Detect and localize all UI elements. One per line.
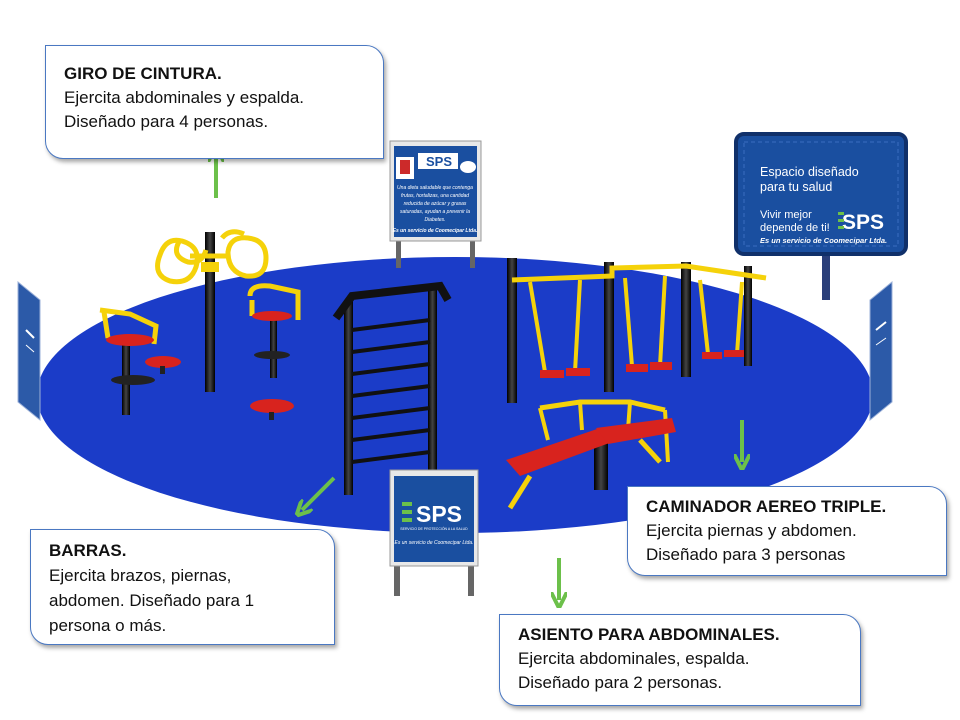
callout-title: CAMINADOR AEREO TRIPLE. bbox=[646, 497, 887, 516]
svg-text:para tu salud: para tu salud bbox=[760, 180, 832, 194]
callout-line: Diseñado para 4 personas. bbox=[64, 112, 269, 131]
large-sign-tagline-2: depende de ti! bbox=[760, 222, 830, 234]
waist-twister-equipment bbox=[155, 229, 269, 392]
left-side-sign bbox=[17, 280, 41, 422]
center-sign-body-3: reducida de azúcar y grasas bbox=[404, 201, 467, 207]
svg-text:Diabetes.: Diabetes. bbox=[424, 217, 445, 223]
callout-asiento-para-abdominales: ASIENTO PARA ABDOMINALES. Ejercita abdom… bbox=[499, 614, 861, 706]
large-sign-heading-2: para tu salud bbox=[760, 180, 832, 194]
situp-bench-equipment bbox=[506, 399, 676, 510]
svg-text:Espacio diseñado: Espacio diseñado bbox=[760, 165, 859, 179]
svg-text:reducida de azúcar y grasas: reducida de azúcar y grasas bbox=[404, 201, 467, 207]
svg-text:depende de ti!: depende de ti! bbox=[760, 222, 830, 234]
large-sign-brand: SPS bbox=[842, 211, 884, 234]
center-sign-body-5: Diabetes. bbox=[424, 217, 445, 223]
right-seat-equipment bbox=[247, 283, 301, 420]
large-sign-tagline-1: Vivir mejor bbox=[760, 209, 812, 221]
callout-title: BARRAS. bbox=[49, 541, 127, 560]
large-sign-heading-1: Espacio diseñado bbox=[760, 165, 859, 179]
left-seat-equipment bbox=[99, 307, 181, 415]
callout-title: GIRO DE CINTURA. bbox=[64, 64, 222, 83]
front-sign-footer: Es un servicio de Coomecipar Ltda. bbox=[395, 540, 474, 546]
svg-text:saturadas, ayudan a prevenir l: saturadas, ayudan a prevenir la bbox=[400, 209, 470, 215]
svg-text:Es un servicio de Coomecipar L: Es un servicio de Coomecipar Ltda. bbox=[393, 228, 478, 234]
center-sign-footer: Es un servicio de Coomecipar Ltda. bbox=[393, 228, 478, 234]
triple-air-walker-equipment bbox=[507, 258, 767, 403]
callout-caminador-aereo-triple: CAMINADOR AEREO TRIPLE. Ejercita piernas… bbox=[627, 486, 947, 576]
center-info-sign: SPS Una dieta saludable que contenga fru… bbox=[389, 140, 482, 268]
callout-line: Ejercita piernas y abdomen. bbox=[646, 521, 857, 540]
svg-text:Vivir mejor: Vivir mejor bbox=[760, 209, 812, 221]
front-info-sign: SPS SERVICIO DE PROTECCIÓN A LA SALUD Es… bbox=[389, 469, 479, 596]
callout-line: Diseñado para 2 personas. bbox=[518, 673, 723, 692]
callout-line: abdomen. Diseñado para 1 bbox=[49, 591, 255, 610]
callout-line: persona o más. bbox=[49, 616, 167, 635]
front-sign-sub: SERVICIO DE PROTECCIÓN A LA SALUD bbox=[400, 526, 468, 531]
callout-giro-de-cintura: GIRO DE CINTURA. Ejercita abdominales y … bbox=[45, 45, 384, 159]
svg-text:SPS: SPS bbox=[416, 501, 462, 527]
center-sign-brand: SPS bbox=[426, 154, 452, 169]
svg-text:Es un servicio de Coomecipar L: Es un servicio de Coomecipar Ltda. bbox=[760, 236, 887, 245]
center-sign-body-4: saturadas, ayudan a prevenir la bbox=[400, 209, 470, 215]
callout-line: Ejercita abdominales, espalda. bbox=[518, 649, 750, 668]
callout-line: Diseñado para 3 personas bbox=[646, 545, 846, 564]
ladder-bars-equipment bbox=[332, 281, 452, 495]
arrow-down-left-icon bbox=[302, 476, 336, 510]
svg-text:frutas, hortalizas, una cantid: frutas, hortalizas, una cantidad bbox=[401, 193, 469, 199]
center-sign-body-1: Una dieta saludable que contenga bbox=[397, 185, 473, 191]
callout-barras: BARRAS. Ejercita brazos, piernas, abdome… bbox=[30, 529, 335, 645]
svg-text:SERVICIO DE PROTECCIÓN A LA SA: SERVICIO DE PROTECCIÓN A LA SALUD bbox=[400, 526, 468, 531]
svg-text:Una dieta saludable que conten: Una dieta saludable que contenga bbox=[397, 185, 473, 191]
large-sign-footer: Es un servicio de Coomecipar Ltda. bbox=[760, 236, 887, 245]
svg-text:Es un servicio de Coomecipar L: Es un servicio de Coomecipar Ltda. bbox=[395, 540, 474, 546]
large-info-sign: Espacio diseñado para tu salud Vivir mej… bbox=[734, 132, 908, 300]
center-sign-body-2: frutas, hortalizas, una cantidad bbox=[401, 193, 469, 199]
callout-title: ASIENTO PARA ABDOMINALES. bbox=[518, 625, 780, 644]
right-side-sign bbox=[869, 280, 893, 422]
svg-text:SPS: SPS bbox=[842, 211, 884, 234]
front-sign-brand: SPS bbox=[416, 501, 462, 527]
svg-text:SPS: SPS bbox=[426, 154, 452, 169]
callout-line: Ejercita abdominales y espalda. bbox=[64, 88, 305, 107]
callout-line: Ejercita brazos, piernas, bbox=[49, 566, 232, 585]
